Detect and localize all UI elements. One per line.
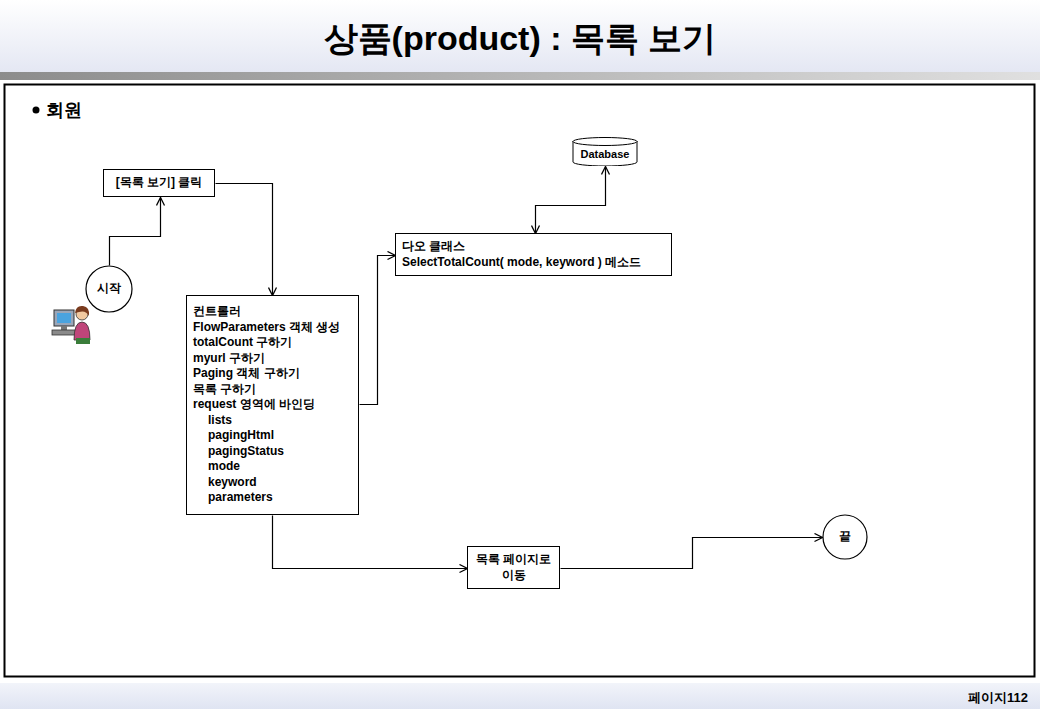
node-text: keyword: [193, 475, 340, 491]
end-circle: 끝: [822, 514, 868, 560]
flow-arrow: [216, 184, 273, 296]
database-cylinder: Database: [572, 137, 638, 166]
action-box: [목록 보기] 클릭: [103, 169, 215, 197]
page-title: 상품(product) : 목록 보기: [0, 16, 1040, 62]
title-band: [0, 0, 1040, 72]
node-heading: Database: [581, 147, 630, 163]
node-text: myurl 구하기: [193, 351, 340, 367]
user-icon: [52, 306, 90, 344]
node-text: request 영역에 바인딩: [193, 397, 340, 413]
flow-arrow: [360, 256, 396, 405]
flow-arrow: [110, 198, 161, 266]
controller-box: 컨트롤러FlowParameters 객체 생성totalCount 구하기my…: [186, 295, 359, 515]
node-heading: 다오 클래스: [402, 239, 641, 255]
node-text: totalCount 구하기: [193, 335, 340, 351]
flow-arrow: [536, 167, 606, 234]
flow-arrow: [273, 516, 468, 569]
page-number: 페이지112: [968, 689, 1028, 707]
dao-box: 다오 클래스SelectTotalCount( mode, keyword ) …: [395, 233, 672, 276]
node-text: pagingStatus: [193, 444, 340, 460]
node-heading: 컨트롤러: [193, 304, 340, 320]
page-box: 목록 페이지로 이동: [467, 546, 560, 589]
node-heading: 시작: [97, 281, 121, 297]
start-circle: 시작: [85, 265, 133, 313]
flow-arrow: [561, 538, 823, 569]
node-heading: [목록 보기] 클릭: [116, 175, 203, 191]
node-heading: 목록 페이지로 이동: [474, 552, 553, 583]
node-text: mode: [193, 459, 340, 475]
content-frame: [5, 85, 1035, 677]
node-text: SelectTotalCount( mode, keyword ) 메소드: [402, 255, 641, 271]
node-text: pagingHtml: [193, 428, 340, 444]
node-heading: 끝: [839, 529, 851, 545]
title-rule: [0, 72, 1040, 80]
node-text: 목록 구하기: [193, 382, 340, 398]
bullet: [33, 107, 40, 114]
node-text: FlowParameters 객체 생성: [193, 320, 340, 336]
node-text: parameters: [193, 490, 340, 506]
footer-band: [0, 683, 1040, 709]
section-label: 회원: [46, 98, 82, 122]
node-text: lists: [193, 413, 340, 429]
node-text: Paging 객체 구하기: [193, 366, 340, 382]
